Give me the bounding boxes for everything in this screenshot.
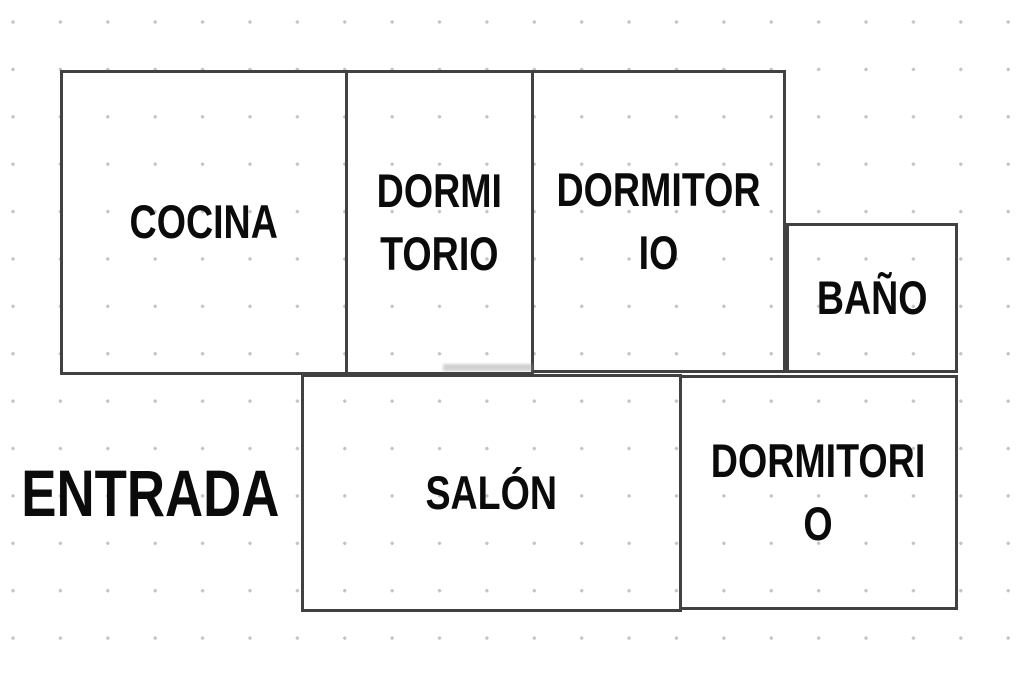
room-bano-label: BAÑO: [816, 270, 928, 324]
room-dormitorio-2: DORMITOR IO: [531, 70, 786, 373]
room-cocina-label: COCINA: [129, 195, 279, 249]
room-dormitorio-3: DORMITORI O: [679, 375, 958, 610]
room-dormitorio-2-label: DORMITOR IO: [556, 162, 761, 279]
entrada-label: ENTRADA: [20, 455, 280, 530]
room-salon: SALÓN: [301, 374, 682, 612]
room-bano: BAÑO: [786, 223, 958, 373]
room-cocina: COCINA: [60, 70, 348, 375]
room-dormitorio-3-label: DORMITORI O: [711, 433, 926, 550]
room-salon-label: SALÓN: [425, 465, 558, 519]
entrada-label-container: ENTRADA: [12, 455, 288, 530]
room-dormitorio-1-label: DORMI TORIO: [376, 163, 503, 280]
room-dormitorio-1: DORMI TORIO: [345, 70, 534, 375]
